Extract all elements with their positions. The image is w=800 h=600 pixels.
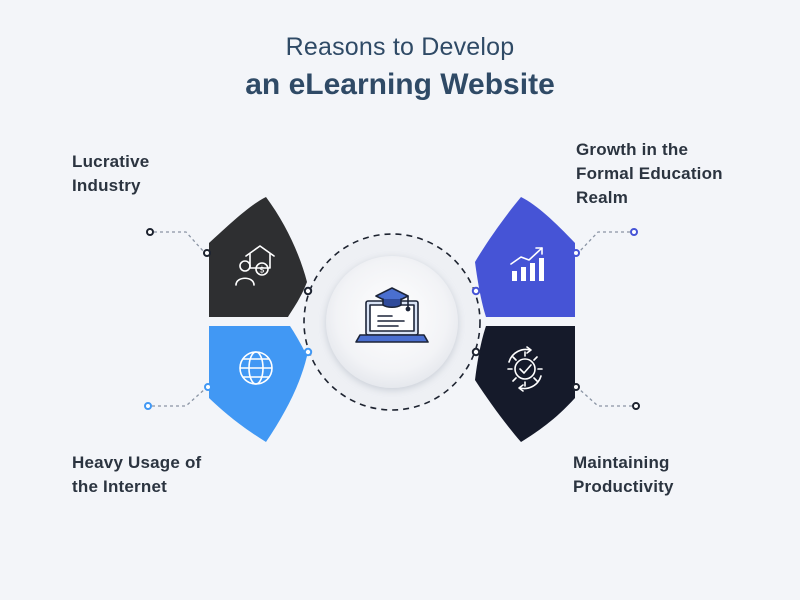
svg-text:$: $	[259, 266, 265, 276]
connector-maintaining-productivity	[572, 383, 640, 410]
title-line-1: Reasons to Develop	[285, 33, 515, 61]
connector-lucrative-industry	[146, 228, 211, 257]
label-heavy-internet-usage: Heavy Usage of the Internet	[72, 453, 202, 496]
center-dashed-ring	[303, 233, 481, 411]
connector-growth-formal-education	[572, 228, 638, 257]
growth-chart-icon	[510, 247, 544, 281]
connector-heavy-internet-usage	[144, 383, 212, 410]
label-growth-formal-education: Growth in the Formal Education Realm	[576, 140, 723, 207]
ring-joint-bottom-left	[303, 347, 313, 357]
investor-house-icon: $	[235, 245, 275, 286]
ring-joint-bottom-right	[471, 347, 481, 357]
ring-joint-top-right	[471, 286, 481, 296]
label-lucrative-industry: Lucrative Industry	[72, 152, 150, 195]
gear-check-icon	[507, 346, 543, 392]
sector-growth-formal-education	[475, 197, 575, 317]
ring-joint-top-left	[303, 286, 313, 296]
globe-icon	[239, 351, 273, 385]
laptop-graduation-cap-icon	[355, 287, 429, 343]
title-line-2: an eLearning Website	[245, 68, 555, 101]
sector-lucrative-industry	[209, 197, 307, 317]
label-maintaining-productivity: Maintaining Productivity	[573, 453, 674, 496]
